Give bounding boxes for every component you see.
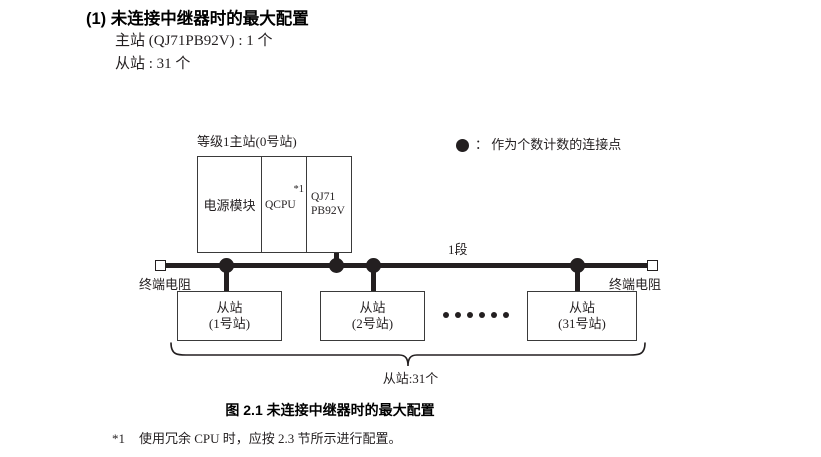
- slave-station-title: 从站: [568, 300, 595, 315]
- network-module-label-line2: PB92V: [311, 204, 345, 217]
- slave-station-number: (1号站): [208, 316, 251, 331]
- footnote: *1 使用冗余 CPU 时，应按 2.3 节所示进行配置。: [112, 428, 402, 447]
- footnote-mark: *1: [112, 431, 125, 446]
- slave-station-box: 从站 (2号站): [320, 291, 425, 341]
- network-module-label-line1: QJ71: [311, 191, 336, 203]
- qcpu-footnote-mark: *1: [293, 184, 305, 195]
- spec-line-master: 主站 (QJ71PB92V) : 1 个: [115, 33, 273, 49]
- figure-caption: 图 2.1 未连接中继器时的最大配置: [225, 402, 435, 418]
- spec-line-slave: 从站 : 31 个: [115, 56, 191, 72]
- connection-point-icon: [329, 258, 344, 273]
- legend-label: ： 作为个数计数的连接点: [475, 137, 622, 152]
- slave-station-title: 从站: [216, 300, 243, 315]
- ellipsis-dot: [443, 312, 449, 318]
- slave-drop-line: [224, 265, 229, 291]
- slave-station-box: 从站 (31号站): [527, 291, 637, 341]
- slave-drop-line: [371, 265, 376, 291]
- slave-count-brace: [170, 342, 646, 367]
- slave-count-label-wrap: 从站:31个: [0, 370, 821, 388]
- slave-drop-line: [575, 265, 580, 291]
- terminating-resistor-left-icon: [155, 260, 166, 271]
- slave-count-label: 从站:31个: [382, 371, 439, 386]
- filled-circle-icon: [456, 138, 469, 152]
- ellipsis-dot: [467, 312, 473, 318]
- legend: ： 作为个数计数的连接点: [456, 137, 621, 153]
- slave-station-box: 从站 (1号站): [177, 291, 282, 341]
- terminating-resistor-right-icon: [647, 260, 658, 271]
- qcpu-label: QCPU: [265, 198, 296, 211]
- power-module-label: 电源模块: [203, 198, 256, 213]
- bus-trunk-line: [163, 263, 647, 268]
- page-title: (1) 未连接中继器时的最大配置: [86, 10, 309, 28]
- ellipsis-dot: [455, 312, 461, 318]
- ellipsis-dot: [491, 312, 497, 318]
- slave-station-number: (2号站): [351, 316, 394, 331]
- slave-station-number: (31号站): [558, 316, 606, 331]
- rack-cell-qcpu: QCPU *1: [262, 157, 307, 252]
- heading-block: (1) 未连接中继器时的最大配置 主站 (QJ71PB92V) : 1 个 从站…: [86, 8, 786, 76]
- terminating-resistor-right-label: 终端电阻: [609, 277, 662, 292]
- terminating-resistor-left-label: 终端电阻: [139, 277, 192, 292]
- segment-label: 1段: [448, 242, 468, 257]
- ellipsis-dot: [503, 312, 509, 318]
- footnote-text: 使用冗余 CPU 时，应按 2.3 节所示进行配置。: [139, 431, 402, 446]
- master-rack-label: 等级1主站(0号站): [197, 134, 297, 149]
- ellipsis-dot: [479, 312, 485, 318]
- slave-station-title: 从站: [359, 300, 386, 315]
- ellipsis-icon: [443, 312, 509, 318]
- rack-cell-power-module: 电源模块: [198, 157, 262, 252]
